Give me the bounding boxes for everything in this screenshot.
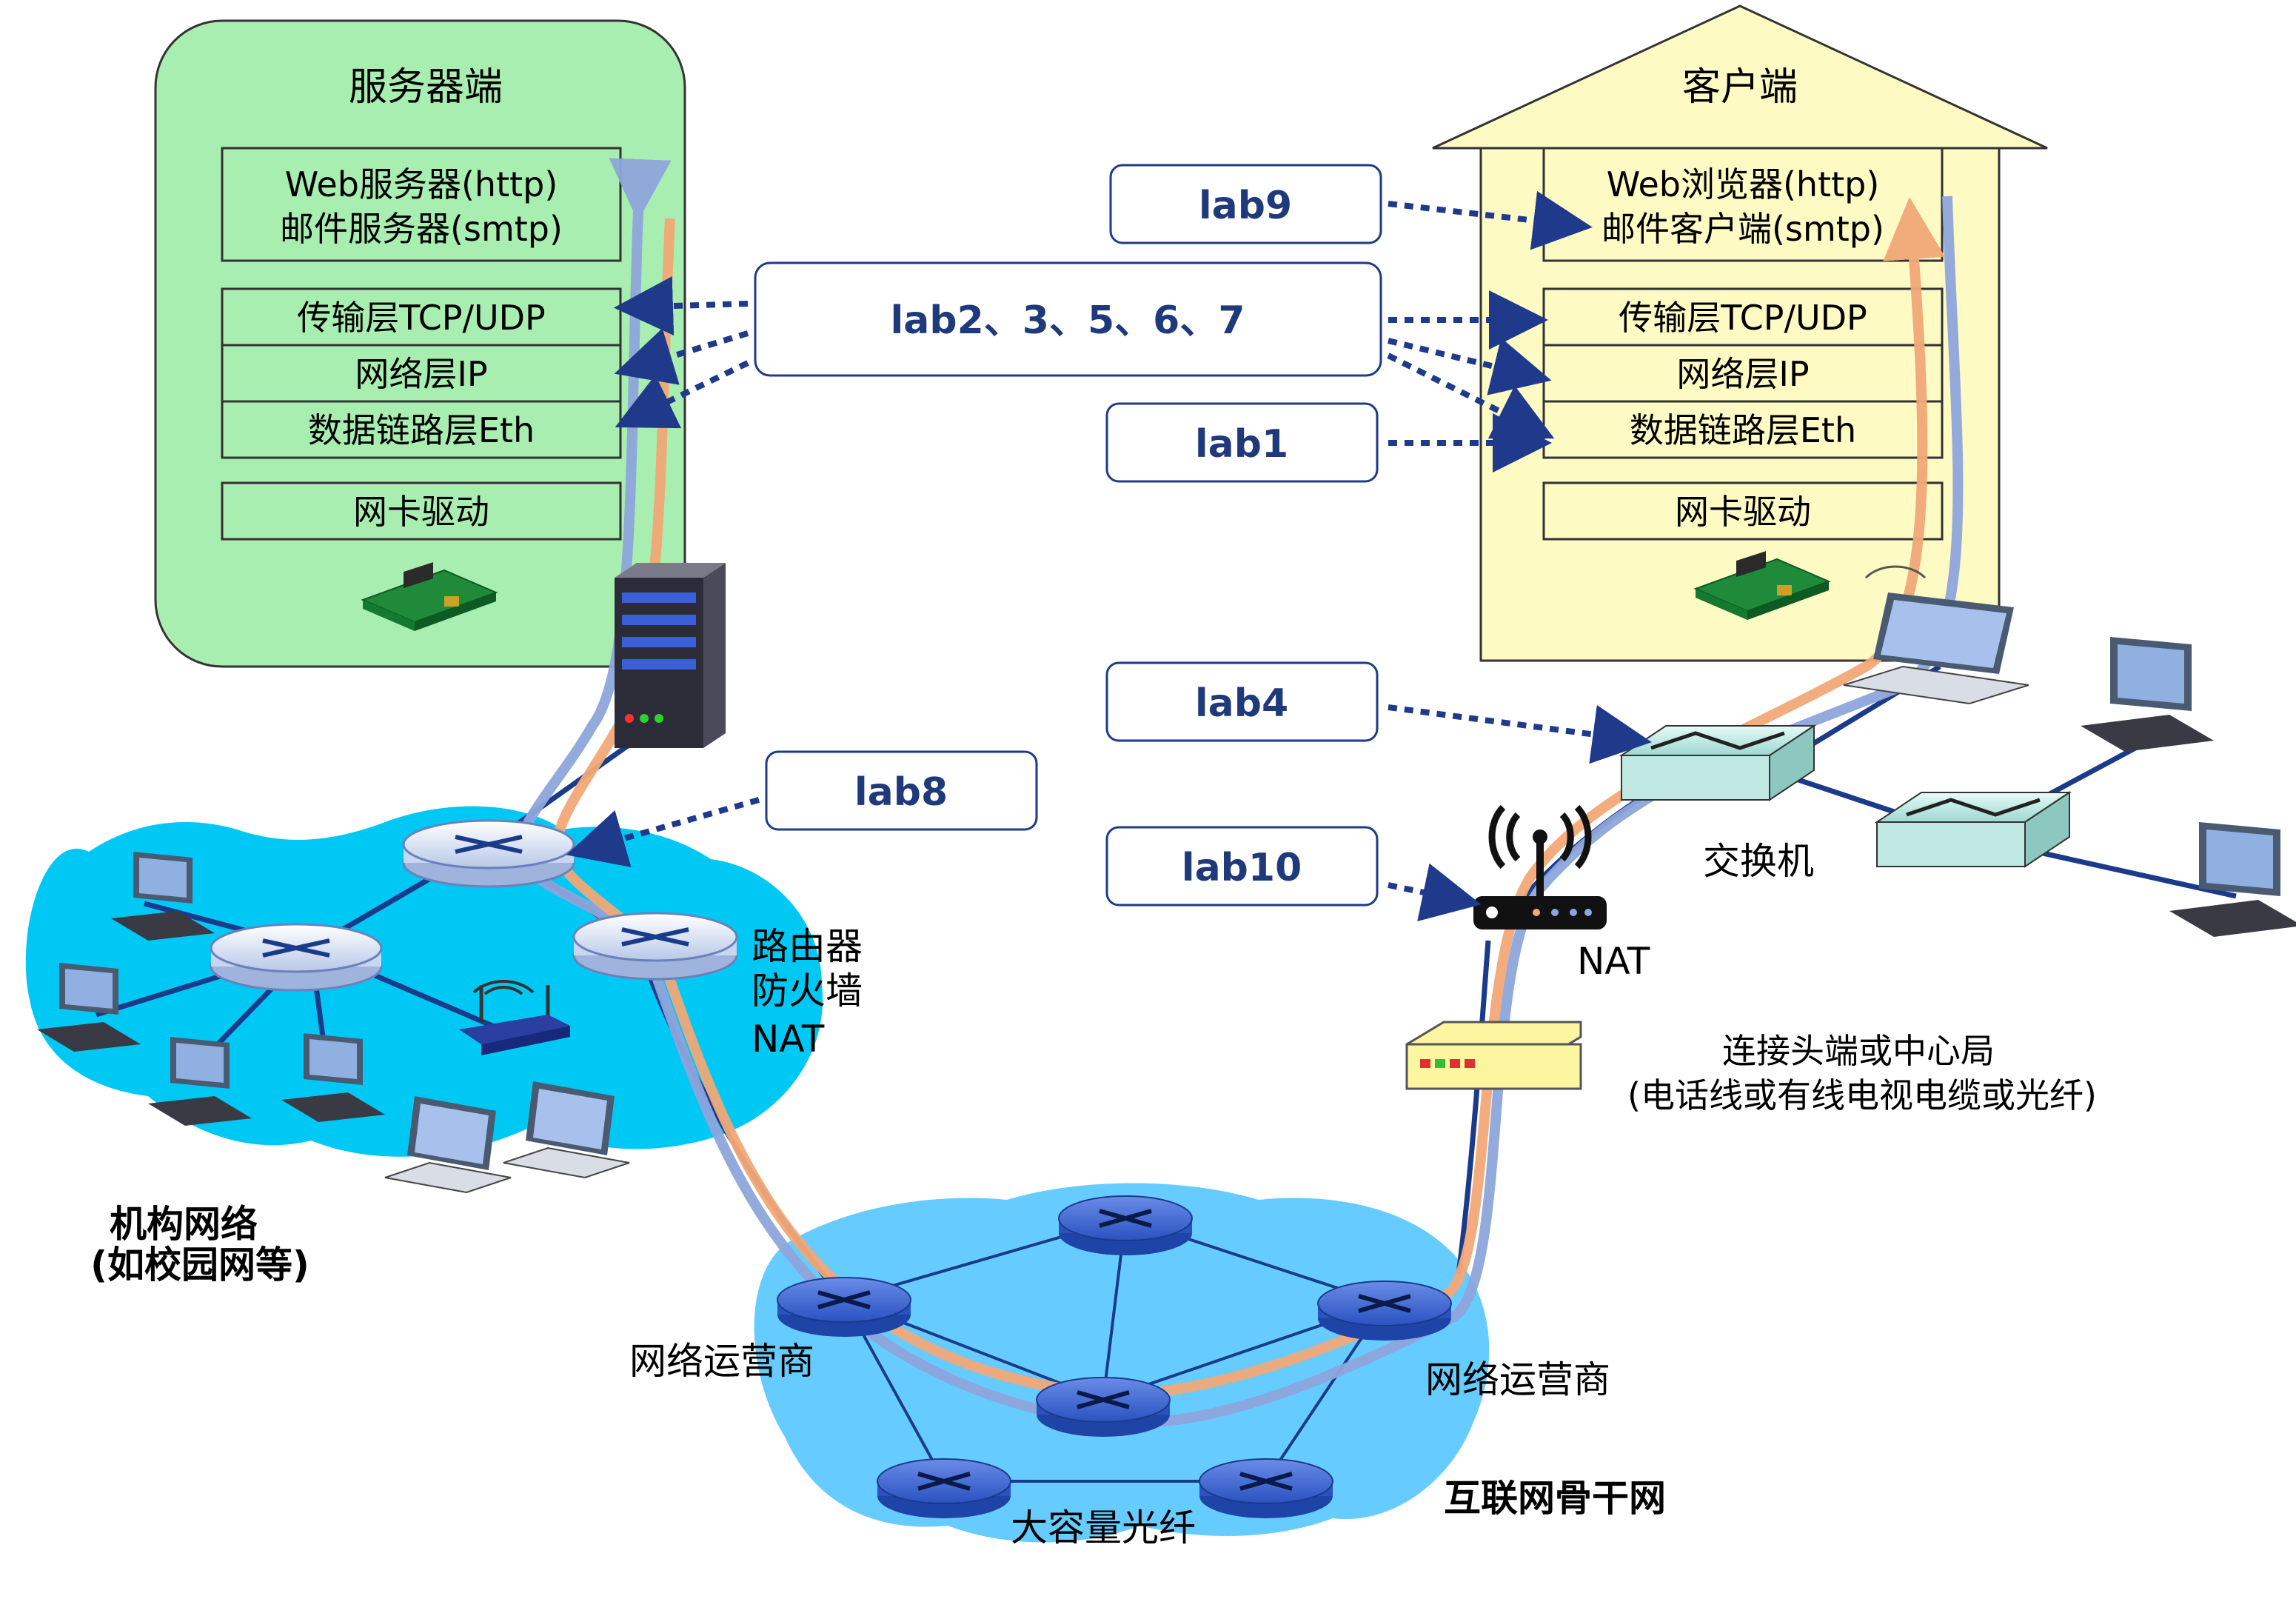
desktop-pc-icon — [2081, 637, 2214, 752]
server-panel — [154, 19, 686, 668]
gateway-router — [572, 912, 738, 981]
client-transport-label: 传输层TCP/UDP — [1619, 298, 1867, 338]
lab2-box — [754, 261, 1382, 377]
isp-right-label: 网络运营商 — [1425, 1358, 1610, 1401]
switch-label: 交换机 — [1703, 840, 1814, 883]
lab4-box — [1105, 661, 1379, 742]
server-link-label: 数据链路层Eth — [308, 410, 535, 450]
desktop-pc-icon — [37, 963, 141, 1052]
client-nic-label: 网卡驱动 — [1675, 492, 1811, 532]
institution-label-line2: (如校园网等) — [90, 1244, 309, 1286]
backbone-label: 互联网骨干网 — [1444, 1477, 1666, 1520]
server-app-line1: Web服务器(http) — [285, 164, 558, 204]
lab1-box — [1105, 402, 1379, 483]
lab8-box — [765, 750, 1038, 831]
wifi-nat-router-icon — [1473, 804, 1607, 929]
lab2-label: lab2、3、5、6、7 — [890, 298, 1245, 343]
backbone-router — [777, 1277, 911, 1337]
server-title: 服务器端 — [349, 65, 503, 110]
lab9-label: lab9 — [1199, 184, 1292, 228]
backbone-router — [1058, 1195, 1193, 1255]
lab8-label: lab8 — [854, 770, 948, 815]
institution-router-left — [210, 923, 383, 992]
backbone-router — [1317, 1281, 1452, 1341]
lab4-label: lab4 — [1195, 681, 1288, 726]
ethernet-switch-icon — [1619, 724, 1817, 801]
headend-label-line2: (电话线或有线电视电缆或光纤) — [1627, 1075, 2097, 1115]
institution-router-top — [402, 819, 575, 888]
nat-label: NAT — [1577, 940, 1650, 983]
backbone-router — [1199, 1458, 1333, 1518]
desktop-pc-icon — [111, 852, 215, 941]
laptop-icon — [503, 1081, 630, 1179]
router-label-line1: 路由器 — [752, 925, 863, 968]
lab1-label: lab1 — [1195, 422, 1288, 467]
isp-left-label: 网络运营商 — [629, 1340, 814, 1383]
client-nic-layer — [1542, 481, 1944, 541]
lab10-box — [1105, 826, 1379, 907]
client-app-line2: 邮件客户端(smtp) — [1601, 209, 1884, 249]
client-laptop-icon — [1843, 565, 2029, 705]
lab9-box — [1109, 164, 1382, 244]
modem-icon — [1405, 1021, 1582, 1090]
server-network-label: 网络层IP — [355, 354, 487, 394]
client-app-line1: Web浏览器(http) — [1607, 164, 1880, 204]
lab-arrows — [566, 190, 1652, 922]
laptop-icon — [384, 1096, 512, 1194]
server-link-layer — [221, 400, 622, 459]
backbone-router — [877, 1458, 1011, 1518]
lab10-label: lab10 — [1182, 846, 1302, 890]
server-nic-label: 网卡驱动 — [353, 492, 489, 532]
fiber-label: 大容量光纤 — [1011, 1506, 1196, 1549]
ethernet-switch-icon — [1874, 791, 2072, 868]
router-label-line2: 防火墙 — [752, 969, 863, 1012]
client-nic-card-icon — [1693, 551, 1831, 620]
server-transport-label: 传输层TCP/UDP — [297, 298, 546, 338]
client-title: 客户端 — [1682, 65, 1798, 110]
server-tower-icon — [615, 563, 726, 748]
server-nic-layer — [221, 481, 622, 541]
router-label-line3: NAT — [752, 1018, 825, 1061]
desktop-pc-icon — [2169, 822, 2296, 937]
client-network-label: 网络层IP — [1676, 354, 1809, 394]
client-link-label: 数据链路层Eth — [1630, 410, 1856, 450]
institution-label-line1: 机构网络 — [110, 1203, 258, 1246]
server-app-line2: 邮件服务器(smtp) — [280, 209, 563, 249]
backbone-router — [1036, 1377, 1171, 1437]
headend-label-line1: 连接头端或中心局 — [1722, 1031, 1995, 1071]
server-nic-card-icon — [361, 562, 498, 631]
wireless-access-point-icon — [459, 980, 570, 1055]
desktop-pc-icon — [281, 1033, 385, 1122]
desktop-pc-icon — [148, 1037, 252, 1126]
